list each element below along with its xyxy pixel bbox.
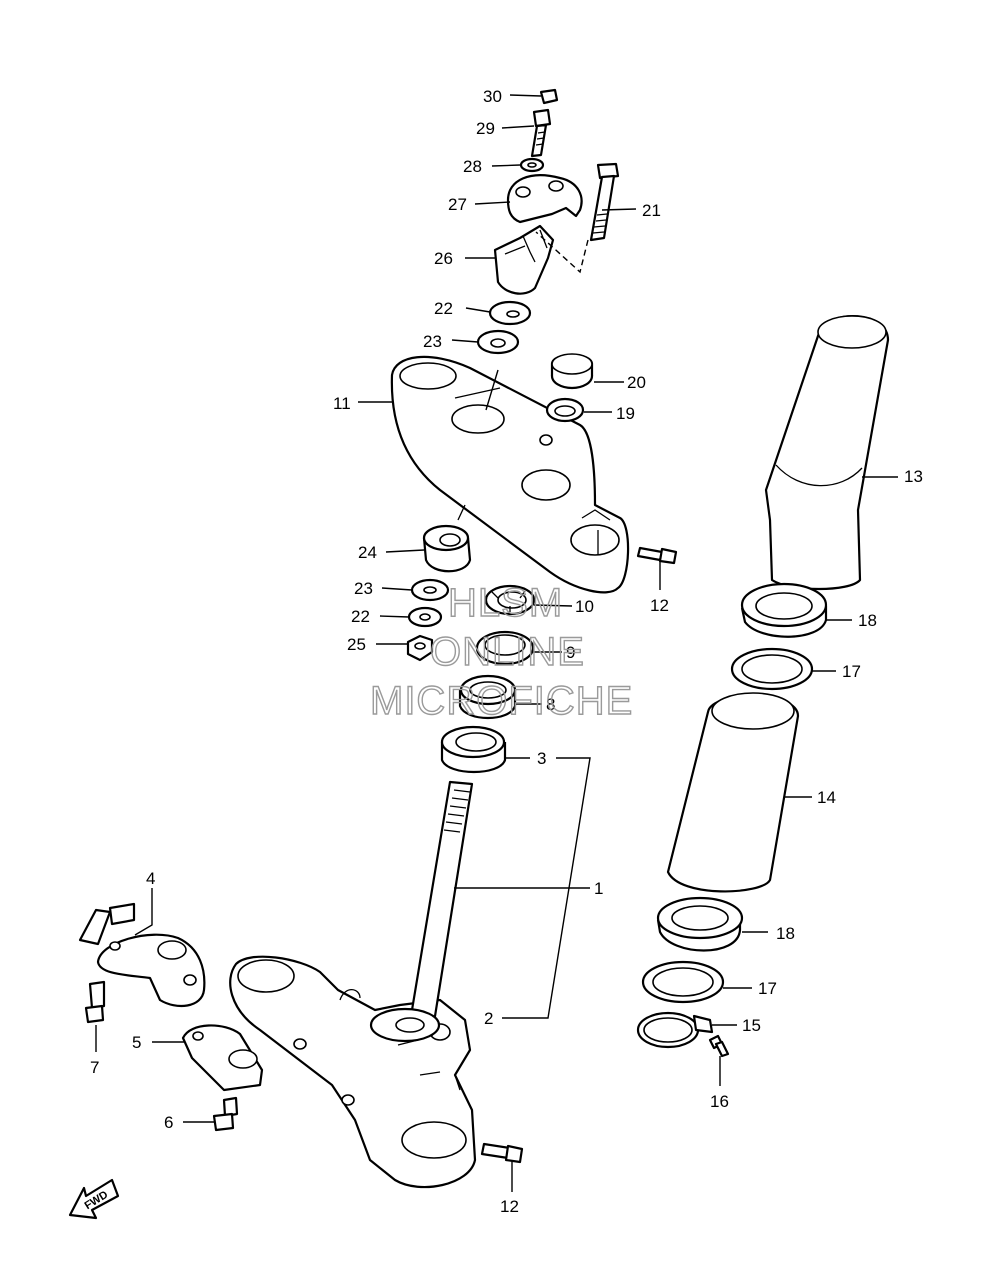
- watermark-line-2: ONLINE: [430, 630, 585, 674]
- ring-17-lower: [641, 960, 725, 1004]
- bolt-12-lower: [480, 1142, 524, 1164]
- ring-18-lower: [656, 896, 744, 952]
- label-24: 24: [358, 543, 377, 562]
- bolt-21: [535, 162, 620, 274]
- label-18-upper: 18: [858, 611, 877, 630]
- label-8: 8: [546, 695, 555, 714]
- seal-9: [475, 630, 535, 666]
- label-22-upper: 22: [434, 299, 453, 318]
- label-21: 21: [642, 201, 661, 220]
- watermark-line-1: HLSM: [448, 581, 563, 625]
- label-15: 15: [742, 1016, 761, 1035]
- bolt-6: [212, 1096, 239, 1132]
- bracket-5: [181, 1024, 264, 1092]
- label-19: 19: [616, 404, 635, 423]
- label-11: 11: [333, 394, 351, 413]
- cap-30: [539, 88, 559, 105]
- bearing-3: [440, 725, 507, 774]
- clamp-holder-lower-26: [493, 224, 555, 295]
- label-13: 13: [904, 467, 923, 486]
- label-26: 26: [434, 249, 453, 268]
- spacer-24: [422, 524, 472, 573]
- label-14: 14: [817, 788, 836, 807]
- label-12-lower: 12: [500, 1197, 519, 1216]
- part-labels: 30 29 28 27 26 22 23 11 21 20 19 12 13 1…: [90, 87, 923, 1216]
- label-18-lower: 18: [776, 924, 795, 943]
- label-29: 29: [476, 119, 495, 138]
- washer-23-upper: [476, 329, 520, 355]
- label-2: 2: [484, 1009, 493, 1028]
- nut-25: [406, 634, 434, 662]
- label-27: 27: [448, 195, 467, 214]
- ring-18-upper: [740, 582, 828, 638]
- watermark: HLSM ONLINE MICROFICHE: [369, 580, 633, 723]
- label-4: 4: [146, 869, 155, 888]
- label-12-upper: 12: [650, 596, 669, 615]
- bolt-7: [84, 980, 106, 1024]
- upper-bracket-11: [390, 355, 630, 594]
- washer-22-upper: [488, 300, 532, 326]
- label-16: 16: [710, 1092, 729, 1111]
- label-20: 20: [627, 373, 646, 392]
- label-17-lower: 17: [758, 979, 777, 998]
- label-25: 25: [347, 635, 366, 654]
- steering-stem-1: [369, 780, 474, 1043]
- label-28: 28: [463, 157, 482, 176]
- bearing-8: [458, 674, 517, 719]
- label-3: 3: [537, 749, 546, 768]
- label-23-upper: 23: [423, 332, 442, 351]
- nut-10: [484, 584, 536, 616]
- label-6: 6: [164, 1113, 173, 1132]
- label-7: 7: [90, 1058, 99, 1077]
- leader-lines: [95, 94, 898, 1192]
- clamp-15: [636, 1011, 714, 1049]
- bolt-12-upper: [636, 546, 678, 565]
- label-23-lower: 23: [354, 579, 373, 598]
- label-30: 30: [483, 87, 502, 106]
- washer-23-lower: [410, 578, 450, 602]
- key-lock-4: [78, 902, 206, 1008]
- ring-17-upper: [730, 647, 814, 691]
- label-17-upper: 17: [842, 662, 861, 681]
- label-9: 9: [566, 643, 575, 662]
- label-5: 5: [132, 1033, 141, 1052]
- fwd-arrow-icon: FWD: [68, 1178, 120, 1220]
- label-1: 1: [594, 879, 603, 898]
- label-22-lower: 22: [351, 607, 370, 626]
- clamp-holder-upper-27: [506, 174, 583, 224]
- grommet-19: [545, 397, 585, 423]
- watermark-line-3: MICROFICHE: [370, 679, 633, 723]
- label-10: 10: [575, 597, 594, 616]
- cover-13: [764, 314, 890, 591]
- cap-20: [550, 353, 594, 390]
- washer-28: [519, 157, 545, 173]
- screw-16: [708, 1034, 730, 1058]
- washer-22-lower: [407, 606, 443, 628]
- bolt-29: [530, 108, 552, 158]
- cover-14: [666, 692, 800, 893]
